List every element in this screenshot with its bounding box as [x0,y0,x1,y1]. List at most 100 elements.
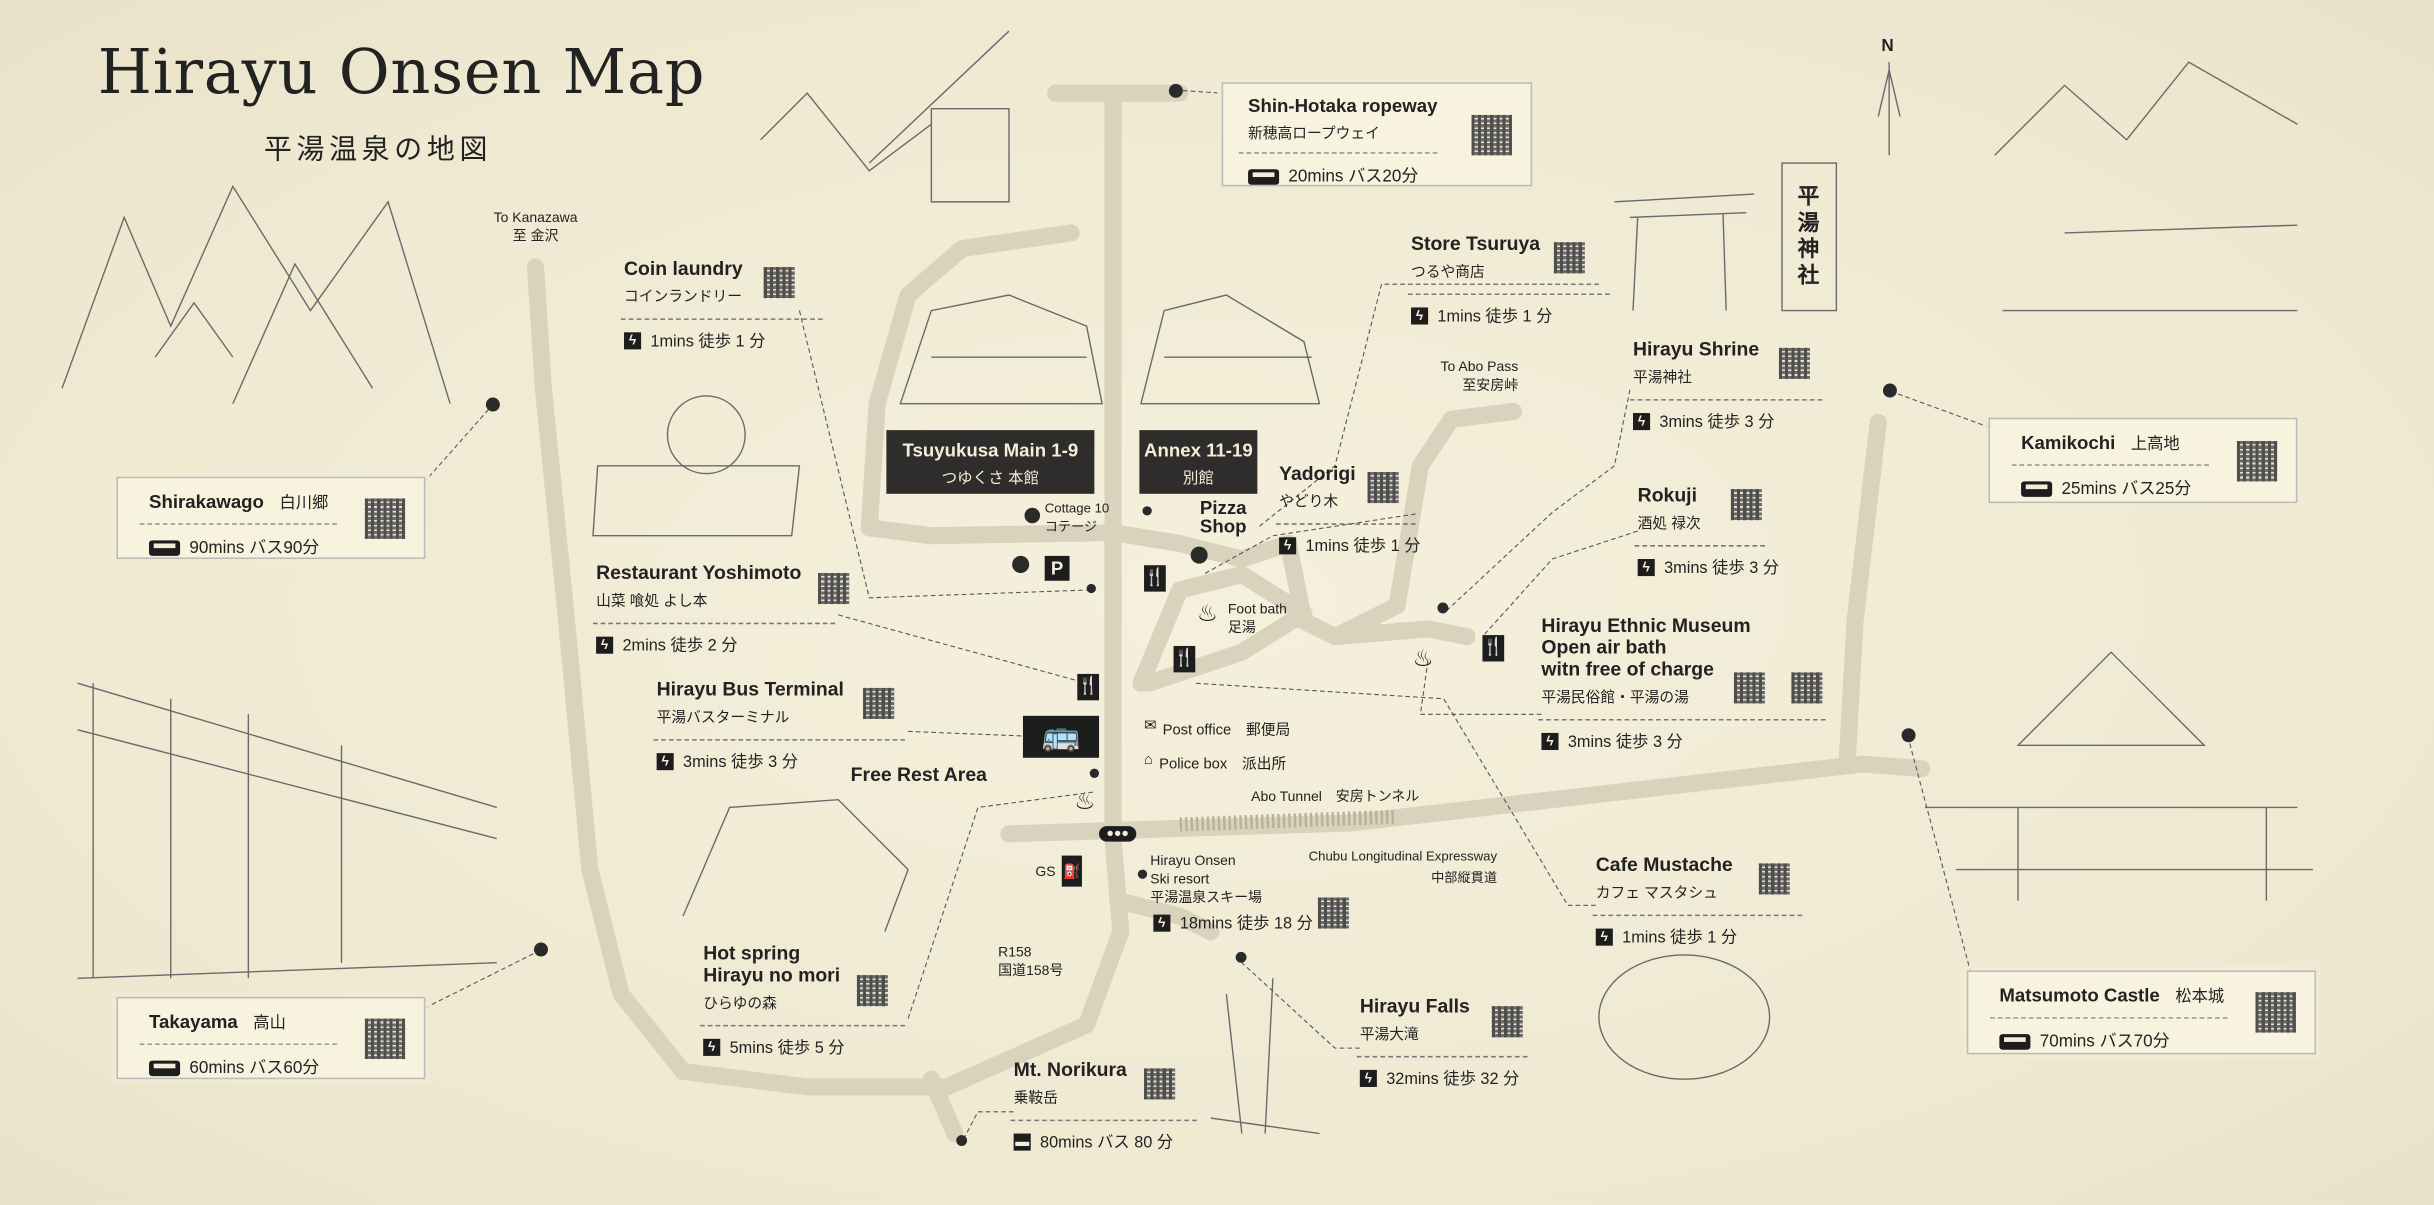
spot-name: Hot spring Hirayu no mori [703,942,841,987]
walk-icon: ϟ [1359,1069,1377,1087]
destination-shin-hotaka-ropeway[interactable]: Shin-Hotaka ropeway 新穂高ロープウェイ 20mins バス2… [1221,82,1533,187]
walk-icon: ϟ [1633,413,1651,431]
matsumoto-marker [1901,728,1916,743]
divider [1629,399,1823,401]
qr-code[interactable] [1471,114,1512,155]
hotel-annex-sketch [1140,294,1321,405]
road-hotel-loop [860,224,1251,568]
onsen-icon: ♨ [1074,788,1096,816]
takayama-marker [533,942,548,957]
ropeway-marker [1168,83,1183,98]
qr-code[interactable] [364,1017,406,1059]
pizza-shop-marker [1190,546,1208,564]
gas-pump-icon: ⛽ [1061,855,1082,887]
qr-code[interactable] [1778,347,1810,379]
restaurant-icon: 🍴 [1482,635,1505,662]
onsen-icon: ♨ [1412,645,1434,673]
qr-code[interactable] [1144,1068,1176,1100]
qr-code[interactable] [2236,440,2278,481]
qr-code[interactable] [1791,672,1823,704]
qr-code[interactable] [818,572,850,605]
ski-qr-code[interactable] [1317,897,1349,929]
meal-bowl [666,395,746,475]
shrine-marker [1437,602,1449,614]
kamikochi-marker [1882,383,1897,398]
traffic-light-icon: ●●● [1099,826,1137,842]
qr-code[interactable] [863,687,895,719]
compass-north-label: N [1881,37,1894,56]
pizza-shop-label: Pizza Shop [1199,496,1247,538]
restaurant-icon: 🍴 [1144,565,1166,592]
qr-code[interactable] [1758,863,1790,895]
bus-icon [149,1060,181,1077]
qr-code[interactable] [1733,672,1765,704]
bus-terminal-icon: 🚌 [1022,715,1100,758]
destination-jp-name: 新穂高ロープウェイ [1248,125,1380,143]
spot-hirayu-ethnic-museum[interactable]: Hirayu Ethnic Museum Open air bath witn … [1538,615,1826,753]
qr-code[interactable] [364,497,406,539]
annex-marker [1142,506,1152,516]
abo-tunnel-label: Abo Tunnel 安房トンネル [1251,788,1420,805]
falls-marker [1235,951,1247,963]
spot-name: Cafe Mustache [1595,854,1733,876]
shirakawago-sketch [61,184,451,405]
qr-code[interactable] [1730,489,1762,521]
qr-code[interactable] [1367,472,1399,504]
divider [653,739,905,741]
shrine-stone [1781,162,1838,312]
spot-jp-name: 平湯神社 [1633,369,1693,387]
qr-code[interactable] [856,975,888,1007]
post-office-label: ✉Post office 郵便局 [1144,717,1291,740]
restaurant-icon: 🍴 [1077,673,1100,701]
road-main-vertical [527,84,1130,1096]
walk-icon: ϟ [1541,732,1559,751]
kamikochi-sketch [1994,61,2298,312]
qr-code[interactable] [763,267,795,299]
divider [1990,1017,2228,1019]
spot-jp-name: 平湯大滝 [1359,1026,1419,1044]
envelope-icon: ✉ [1144,717,1157,735]
spot-name: Mt. Norikura [1013,1059,1127,1081]
spot-jp-name: つるや商店 [1411,263,1485,282]
hot-spring-sketch [682,798,909,932]
spot-jp-name: 平湯バスターミナル [656,709,790,727]
ski-resort-marker [1137,869,1148,879]
hotel-main-sketch [899,294,1103,405]
spot-jp-name: コインランドリー [624,288,743,306]
gas-station-label: GS [1035,863,1056,879]
free-rest-area-label: Free Rest Area [850,763,987,786]
norikura-marker [956,1135,968,1146]
qr-code[interactable] [2255,992,2296,1033]
qr-code[interactable] [1553,242,1585,274]
qr-code[interactable] [1491,1006,1523,1038]
destination-bus-time: 90mins バス90分 [149,534,424,559]
spot-mt-norikura[interactable]: Mt. Norikura 乗鞍岳 ▬80mins バス 80 分 [1010,1059,1197,1154]
